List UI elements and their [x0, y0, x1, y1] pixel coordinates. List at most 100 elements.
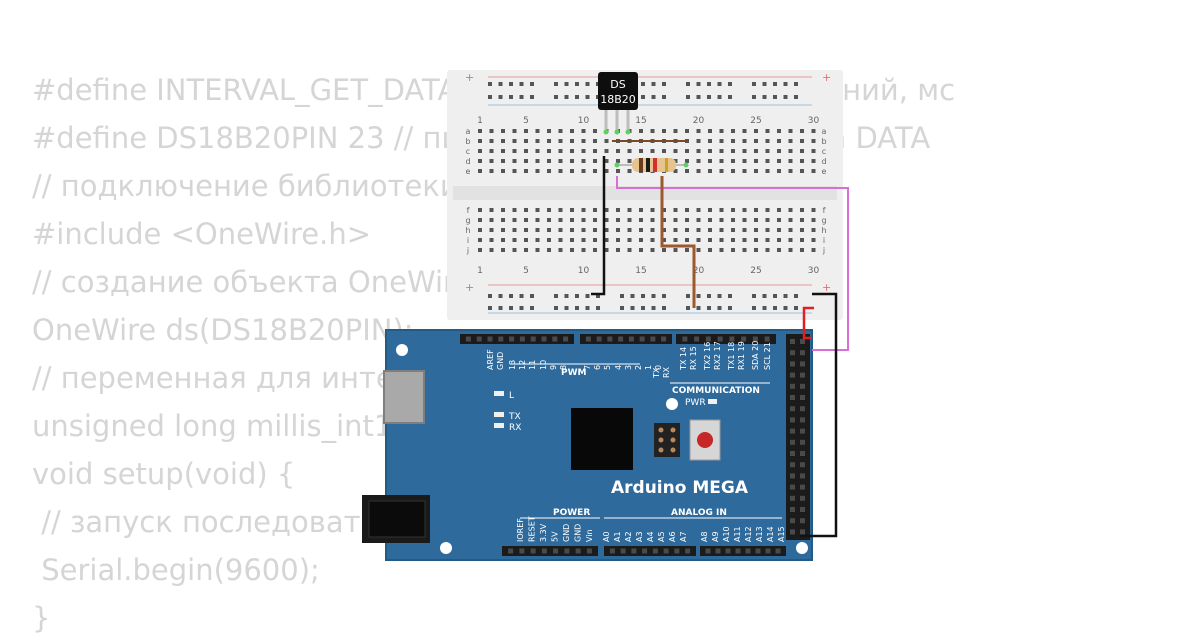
breadboard-hole	[777, 159, 781, 163]
breadboard-hole	[524, 248, 528, 252]
breadboard-hole	[627, 208, 632, 212]
power-label: POWER	[553, 508, 590, 518]
usb-connector	[383, 370, 425, 424]
header-pin	[764, 336, 770, 342]
breadboard-hole	[811, 139, 816, 143]
header-pin	[586, 548, 592, 554]
breadboard-holes	[478, 82, 816, 310]
led-tx-label: TX	[508, 412, 521, 422]
breadboard-hole	[685, 169, 689, 173]
breadboard-hole	[535, 218, 540, 222]
rail-hole	[564, 306, 569, 310]
breadboard-hole	[489, 169, 494, 173]
breadboard-hole	[593, 169, 597, 173]
breadboard-hole	[696, 208, 701, 212]
breadboard-hole	[777, 228, 781, 232]
rail-hole	[498, 82, 503, 86]
header-pin	[705, 548, 711, 554]
breadboard-hole	[512, 218, 517, 222]
breadboard-hole	[719, 218, 724, 222]
breadboard-hole	[673, 129, 678, 133]
header-pin	[694, 336, 700, 342]
breadboard-hole	[800, 129, 804, 133]
breadboard-hole	[627, 248, 632, 252]
breadboard-hole	[765, 208, 770, 212]
breadboard-hole	[489, 208, 494, 212]
rail-hole	[498, 306, 503, 310]
breadboard-hole	[708, 139, 712, 143]
sensor-label-line2: 18B20	[600, 93, 636, 106]
wire-black-arduino-gnd	[800, 292, 838, 538]
breadboard-hole	[754, 159, 758, 163]
header-analog-left	[604, 546, 696, 556]
row-letter: i	[823, 236, 825, 245]
pin-headers	[460, 334, 810, 556]
breadboard-hole	[639, 218, 643, 222]
breadboard-hole	[777, 169, 781, 173]
breadboard-hole	[558, 208, 563, 212]
breadboard-hole	[558, 129, 563, 133]
rail-hole	[762, 82, 767, 86]
breadboard-hole	[696, 238, 701, 242]
row-letter: e	[466, 167, 471, 176]
rail-hole	[509, 294, 513, 298]
breadboard-hole	[673, 218, 678, 222]
header-pin	[790, 350, 795, 356]
rail-hole	[651, 95, 656, 99]
rail-hole	[519, 294, 524, 298]
rail-hole	[488, 95, 492, 99]
breadboard-hole	[558, 228, 563, 232]
breadboard-hole	[524, 169, 528, 173]
breadboard-hole	[811, 228, 816, 232]
row-letter: h	[821, 226, 826, 235]
rail-hole	[686, 82, 690, 86]
header-pin	[790, 529, 795, 535]
header-pin	[790, 507, 795, 512]
header-pin	[790, 406, 795, 412]
reset-button-cap[interactable]	[697, 432, 713, 448]
pin-label: A8	[700, 531, 709, 542]
breadboard-hole	[662, 228, 666, 232]
header-pin	[465, 336, 471, 342]
header-pin	[800, 406, 805, 412]
breadboard-hole	[731, 238, 735, 242]
rail-hole	[762, 294, 767, 298]
breadboard-hole	[604, 248, 609, 252]
resistor-pin-dot	[614, 162, 620, 168]
header-pin	[585, 336, 591, 342]
breadboard-hole	[685, 228, 689, 232]
code-line: OneWire ds(DS18B20PIN);	[32, 313, 414, 347]
reset-button[interactable]	[689, 419, 721, 461]
rail-hole	[641, 95, 645, 99]
breadboard-hole	[558, 139, 563, 143]
breadboard-hole	[501, 129, 505, 133]
header-pin	[790, 372, 795, 378]
header-pin	[800, 428, 805, 434]
header-pin	[790, 462, 795, 468]
header-pin	[800, 451, 805, 456]
breadboard-hole	[604, 149, 609, 153]
header-pin	[790, 473, 795, 479]
header-pin	[487, 336, 493, 342]
breadboard-hole	[811, 208, 816, 212]
breadboard-hole	[765, 149, 770, 153]
breadboard-hole	[788, 149, 793, 153]
header-pin	[765, 548, 771, 554]
breadboard-hole	[800, 149, 804, 153]
row-letter: g	[821, 216, 826, 225]
breadboard-hole	[478, 159, 482, 163]
rail-hole	[783, 82, 788, 86]
pin-label: A13	[755, 526, 764, 542]
breadboard-hole	[662, 238, 666, 242]
led-l-label: L	[509, 391, 514, 401]
breadboard-hole	[742, 169, 747, 173]
column-number: 10	[578, 116, 590, 126]
rail-hole	[585, 306, 590, 310]
breadboard-hole	[788, 208, 793, 212]
column-number: 25	[750, 266, 761, 276]
header-pin	[800, 484, 805, 490]
column-number: 30	[808, 116, 820, 126]
code-line: void setup(void) {	[32, 457, 296, 491]
